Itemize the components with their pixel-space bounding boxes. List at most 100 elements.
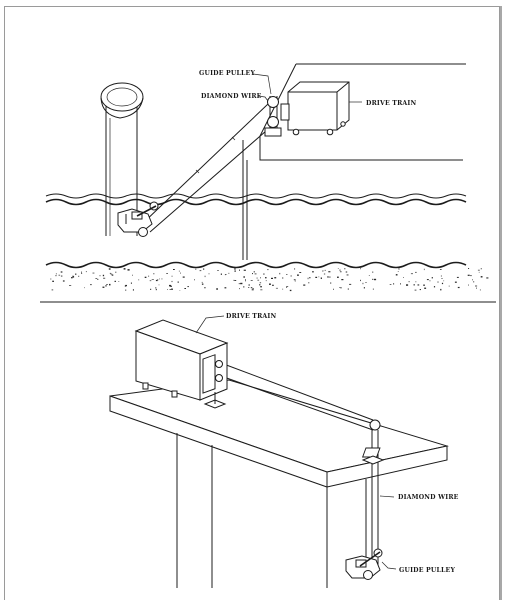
sediment-dot	[478, 271, 480, 273]
sediment-dot	[339, 287, 341, 288]
bottom-diamond-wire	[220, 362, 381, 566]
sediment-dot	[299, 272, 302, 273]
sediment-dot	[92, 272, 95, 274]
sediment-dot	[324, 269, 326, 271]
sediment-dot	[167, 289, 168, 290]
sediment-dot	[109, 283, 111, 286]
sediment-dot	[224, 287, 227, 289]
sediment-dot	[75, 273, 77, 275]
sediment-dot	[177, 281, 179, 283]
sediment-dot	[125, 284, 127, 287]
sediment-dot	[457, 286, 460, 289]
sediment-dot	[105, 285, 107, 287]
sediment-dot	[234, 280, 237, 281]
sediment-dot	[155, 280, 158, 282]
sediment-dot	[477, 269, 480, 271]
sediment-dot	[179, 290, 181, 291]
sediment-dot	[424, 287, 427, 289]
sediment-dot	[158, 284, 160, 286]
sediment-dot	[393, 283, 395, 285]
sediment-dot	[69, 285, 72, 286]
sediment-dot	[339, 271, 342, 273]
sediment-dot	[99, 275, 101, 277]
sediment-dot	[318, 276, 320, 278]
sediment-dot	[294, 280, 296, 282]
sediment-dot	[286, 286, 289, 287]
sediment-dot	[90, 284, 92, 286]
sediment-dot	[406, 284, 409, 286]
top-diamond-wire	[140, 103, 275, 233]
sediment-dot	[187, 286, 189, 288]
sediment-dot	[339, 269, 341, 271]
sediment-dot	[256, 277, 258, 279]
sediment-dot	[123, 268, 126, 270]
sediment-dot	[109, 272, 112, 274]
sediment-dot	[55, 275, 57, 277]
sediment-dot	[263, 273, 265, 275]
sediment-dot	[52, 280, 54, 282]
sediment-dot	[201, 283, 204, 285]
sediment-dot	[346, 274, 349, 276]
sediment-dot	[328, 271, 331, 273]
sediment-dot	[199, 270, 202, 272]
sediment-dot	[320, 277, 322, 279]
sediment-dot	[440, 288, 442, 291]
sediment-dot	[155, 288, 157, 291]
sediment-dot	[239, 288, 240, 290]
sediment-dot	[345, 271, 348, 273]
sediment-dot	[204, 275, 206, 278]
sediment-dot	[85, 271, 87, 273]
sediment-dot	[265, 277, 267, 279]
sediment-dot	[156, 279, 159, 281]
sediment-dot	[127, 269, 130, 271]
sediment-dot	[111, 274, 114, 276]
sediment-dot	[169, 289, 171, 290]
sediment-dot	[257, 279, 260, 281]
sediment-dot	[155, 287, 157, 289]
sediment-dot	[403, 277, 404, 278]
sediment-dot	[201, 281, 203, 283]
sediment-dot	[443, 280, 445, 282]
top-diamond-wire-label: DIAMOND WIRE	[201, 93, 262, 100]
sediment-dot	[433, 286, 436, 288]
sediment-dot	[337, 268, 339, 269]
sediment-dot	[217, 270, 219, 271]
sediment-dot	[240, 282, 243, 285]
sediment-dot	[333, 288, 334, 290]
sediment-dot	[125, 289, 127, 291]
sediment-dot	[441, 282, 444, 285]
sediment-dot	[250, 280, 253, 281]
sediment-dot	[480, 268, 482, 270]
sediment-dot	[341, 279, 344, 281]
seabed	[45, 261, 489, 292]
sediment-dot	[97, 278, 99, 280]
sediment-dot	[472, 279, 473, 281]
sediment-dot	[473, 281, 475, 283]
sediment-dot	[228, 272, 230, 274]
sediment-dot	[150, 288, 152, 290]
sediment-dot	[224, 274, 226, 276]
sediment-dot	[413, 284, 415, 286]
sediment-dot	[293, 279, 296, 281]
sediment-dot	[194, 279, 195, 281]
sediment-dot	[260, 289, 263, 291]
sediment-dot	[102, 286, 105, 288]
sediment-dot	[437, 281, 439, 283]
sediment-dot	[340, 287, 342, 289]
sediment-dot	[308, 282, 310, 284]
sediment-dot	[234, 268, 236, 270]
sediment-dot	[279, 272, 281, 275]
sediment-dot	[312, 271, 314, 273]
sediment-dot	[297, 274, 299, 276]
sediment-dot	[108, 268, 111, 270]
sediment-dot	[322, 270, 324, 272]
sediment-dot	[323, 273, 326, 275]
sediment-dot	[267, 269, 269, 271]
sediment-dot	[161, 278, 163, 280]
sediment-dot	[60, 271, 63, 273]
sediment-dot	[102, 274, 105, 277]
sediment-dot	[132, 274, 133, 276]
sediment-dot	[166, 273, 168, 274]
bottom-diagram: DRIVE TRAIN DIAMOND WIRE GUIDE PULLEY	[109, 313, 458, 588]
sediment-dot	[372, 288, 374, 290]
